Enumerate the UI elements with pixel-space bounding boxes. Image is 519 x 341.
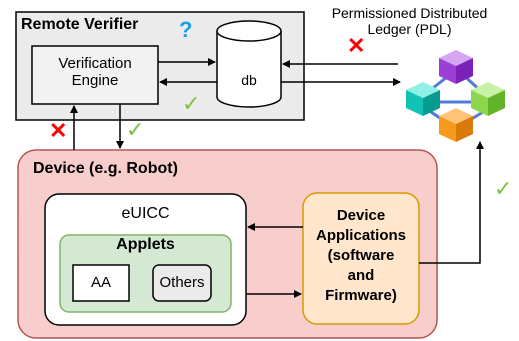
- cross-mark-device: ✕: [49, 118, 68, 143]
- verification-engine-line2: Engine: [71, 72, 119, 90]
- pdl-title: Permissioned Distributed Ledger (PDL): [300, 5, 519, 37]
- applets-label: Applets: [116, 236, 175, 253]
- others-box: [152, 264, 212, 302]
- db-cylinder: [216, 20, 282, 108]
- others-label: Others: [159, 274, 205, 291]
- cross-mark-pdl: ✕: [347, 33, 366, 58]
- device-applications-label: Device Applications (software and Firmwa…: [303, 206, 419, 306]
- device-applications-box: [302, 192, 420, 325]
- device-title: Device (e.g. Robot): [33, 160, 178, 177]
- blockchain-cubes-icon: [406, 50, 505, 142]
- aa-box: [72, 264, 130, 302]
- verification-engine-line1: Verification: [58, 55, 132, 72]
- device-applications-line4: and: [347, 267, 375, 284]
- db-label: db: [241, 72, 257, 88]
- pdl-title-line2: Ledger (PDL): [367, 21, 452, 38]
- device-applications-line3: (software: [327, 247, 395, 264]
- verification-engine-box: [31, 45, 159, 105]
- verification-engine-label: Verification Engine: [32, 55, 158, 90]
- aa-label: AA: [90, 274, 111, 291]
- check-mark-pdl-link: ✓: [494, 176, 513, 201]
- check-mark-engine: ✓: [126, 117, 145, 142]
- pdl-title-line1: Permissioned Distributed: [331, 5, 488, 21]
- euicc-label: eUICC: [121, 205, 170, 222]
- device-applications-line1: Device: [336, 207, 386, 224]
- remote-verifier-title: Remote Verifier: [21, 16, 139, 33]
- arrow-apps-to-pdl: [419, 141, 484, 264]
- device-applications-line2: Applications: [315, 227, 406, 244]
- question-mark-icon: ?: [179, 17, 193, 42]
- device-applications-line5: Firmware): [325, 287, 397, 304]
- check-mark-db: ✓: [182, 91, 201, 116]
